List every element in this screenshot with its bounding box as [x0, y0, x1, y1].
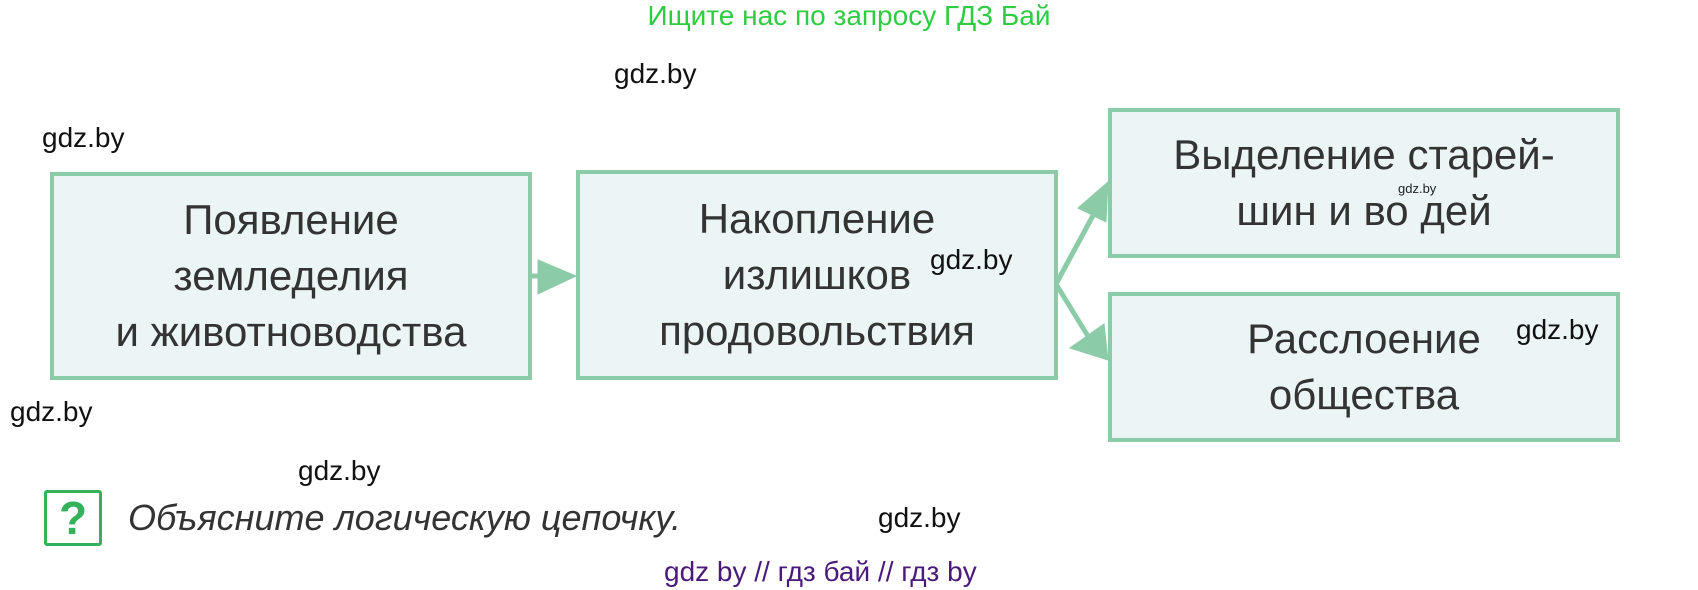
node-surplus: Накопление излишков продовольствия	[576, 170, 1058, 380]
question-text: Объясните логическую цепочку.	[128, 497, 681, 538]
watermark: gdz.by	[1398, 181, 1437, 196]
footer-watermark: gdz by // гдз бай // гдз by	[664, 556, 977, 587]
node-label: Появление земледелия и животноводства	[115, 196, 467, 355]
watermark: gdz.by	[42, 122, 125, 153]
watermark: gdz.by	[614, 58, 697, 89]
watermark: gdz.by	[930, 244, 1013, 275]
node-elders: Выделение старей- шин и во дей	[1108, 108, 1620, 258]
watermark: gdz.by	[10, 396, 93, 427]
watermark: gdz.by	[878, 502, 961, 533]
watermark: gdz.by	[298, 455, 381, 486]
node-label: Накопление излишков продовольствия	[659, 195, 975, 354]
node-stratification: Расслоение общества	[1108, 292, 1620, 442]
watermark: gdz.by	[1516, 314, 1599, 345]
node-label: Выделение старей- шин и во дей	[1173, 131, 1555, 234]
question-mark-icon: ?	[44, 490, 102, 546]
node-agriculture: Появление земледелия и животноводства	[50, 172, 532, 380]
node-label: Расслоение общества	[1247, 315, 1481, 418]
search-banner: Ищите нас по запросу ГДЗ Бай	[647, 0, 1051, 31]
